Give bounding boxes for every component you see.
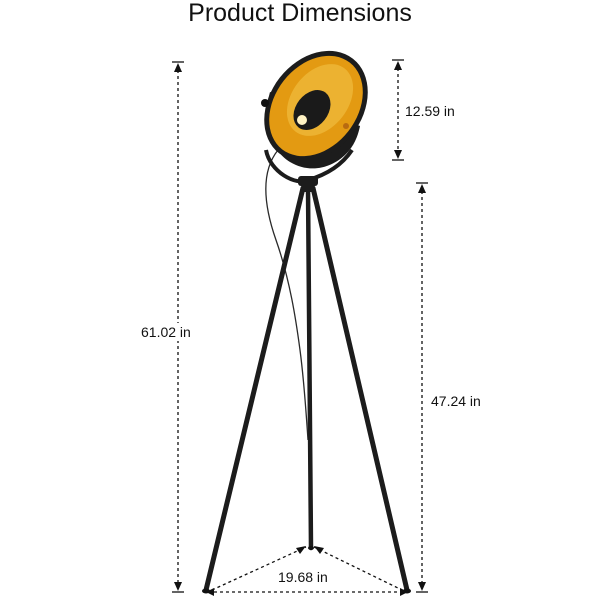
- base-width-dimension-line: [206, 546, 408, 596]
- tripod-leg-right: [310, 185, 410, 593]
- tripod-leg-left: [203, 185, 306, 593]
- tripod-leg-center: [305, 185, 314, 551]
- shade-height-label: 12.59 in: [403, 102, 457, 120]
- tripod-floor-lamp: [202, 50, 411, 594]
- base-width-label: 19.68 in: [276, 568, 330, 586]
- tripod-legs: [203, 185, 410, 593]
- shade-pivot-knob-right: [343, 123, 349, 129]
- shade-height-dimension-line: [392, 59, 404, 161]
- total-height-label: 61.02 in: [139, 323, 193, 341]
- power-cord: [265, 149, 309, 441]
- total-height-dimension-line: [172, 61, 184, 593]
- dimension-lines: [172, 59, 428, 596]
- page-title: Product Dimensions: [188, 0, 412, 27]
- base-height-label: 47.24 in: [429, 392, 483, 410]
- tripod-feet: [202, 546, 411, 594]
- lamp-shade: [261, 50, 368, 169]
- lamp-yoke: [264, 148, 354, 184]
- bulb-glow: [297, 115, 307, 125]
- shade-pivot-knob-left: [261, 99, 269, 107]
- base-height-dimension-line: [416, 182, 428, 593]
